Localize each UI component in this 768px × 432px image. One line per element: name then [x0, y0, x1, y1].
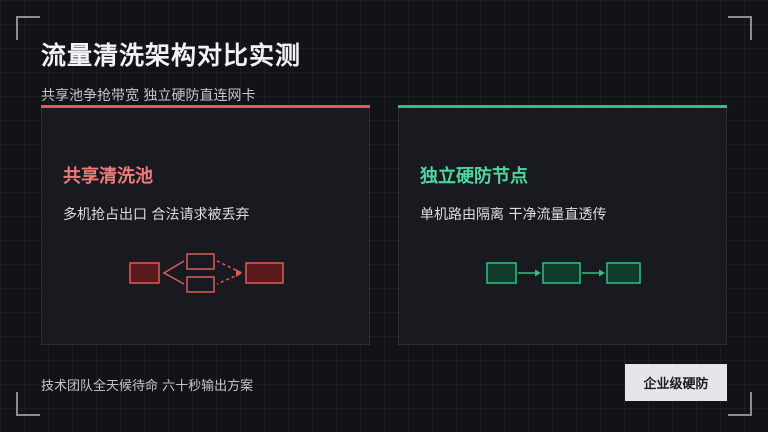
footer-tagline: 技术团队全天候待命 六十秒输出方案	[41, 379, 254, 394]
dedicated-card-title: 独立硬防节点	[420, 166, 528, 187]
dedicated-target-node	[606, 262, 641, 284]
dedicated-node-card: 独立硬防节点 单机路由隔离 干净流量直透传	[398, 105, 727, 345]
shared-pool-node-upper	[186, 253, 215, 270]
corner-bracket-bottom-left	[16, 392, 40, 416]
shared-source-node	[129, 262, 160, 284]
dedicated-middle-node	[542, 262, 581, 284]
shared-card-title: 共享清洗池	[63, 166, 153, 187]
page-title: 流量清洗架构对比实测	[41, 41, 302, 70]
dedicated-source-node	[486, 262, 517, 284]
corner-bracket-top-right	[728, 16, 752, 40]
dedicated-node-diagram	[486, 262, 641, 284]
dedicated-card-accent-bar	[398, 105, 727, 108]
shared-split-arrow	[162, 260, 185, 285]
enterprise-hard-defense-button[interactable]: 企业级硬防	[625, 364, 727, 401]
corner-bracket-top-left	[16, 16, 40, 40]
dedicated-arrowhead-2	[599, 269, 605, 277]
corner-bracket-bottom-right	[728, 392, 752, 416]
page-subtitle: 共享池争抢带宽 独立硬防直连网卡	[41, 88, 256, 104]
dedicated-arrowhead-1	[535, 269, 541, 277]
shared-card-description: 多机抢占出口 合法请求被丢弃	[63, 207, 250, 223]
shared-target-node	[245, 262, 284, 284]
shared-pool-node-lower	[186, 276, 215, 293]
shared-pool-diagram	[129, 253, 284, 293]
shared-pool-card: 共享清洗池 多机抢占出口 合法请求被丢弃	[41, 105, 370, 345]
dedicated-card-description: 单机路由隔离 干净流量直透传	[420, 207, 607, 223]
shared-card-accent-bar	[41, 105, 370, 108]
shared-merge-arrowhead	[236, 269, 242, 277]
